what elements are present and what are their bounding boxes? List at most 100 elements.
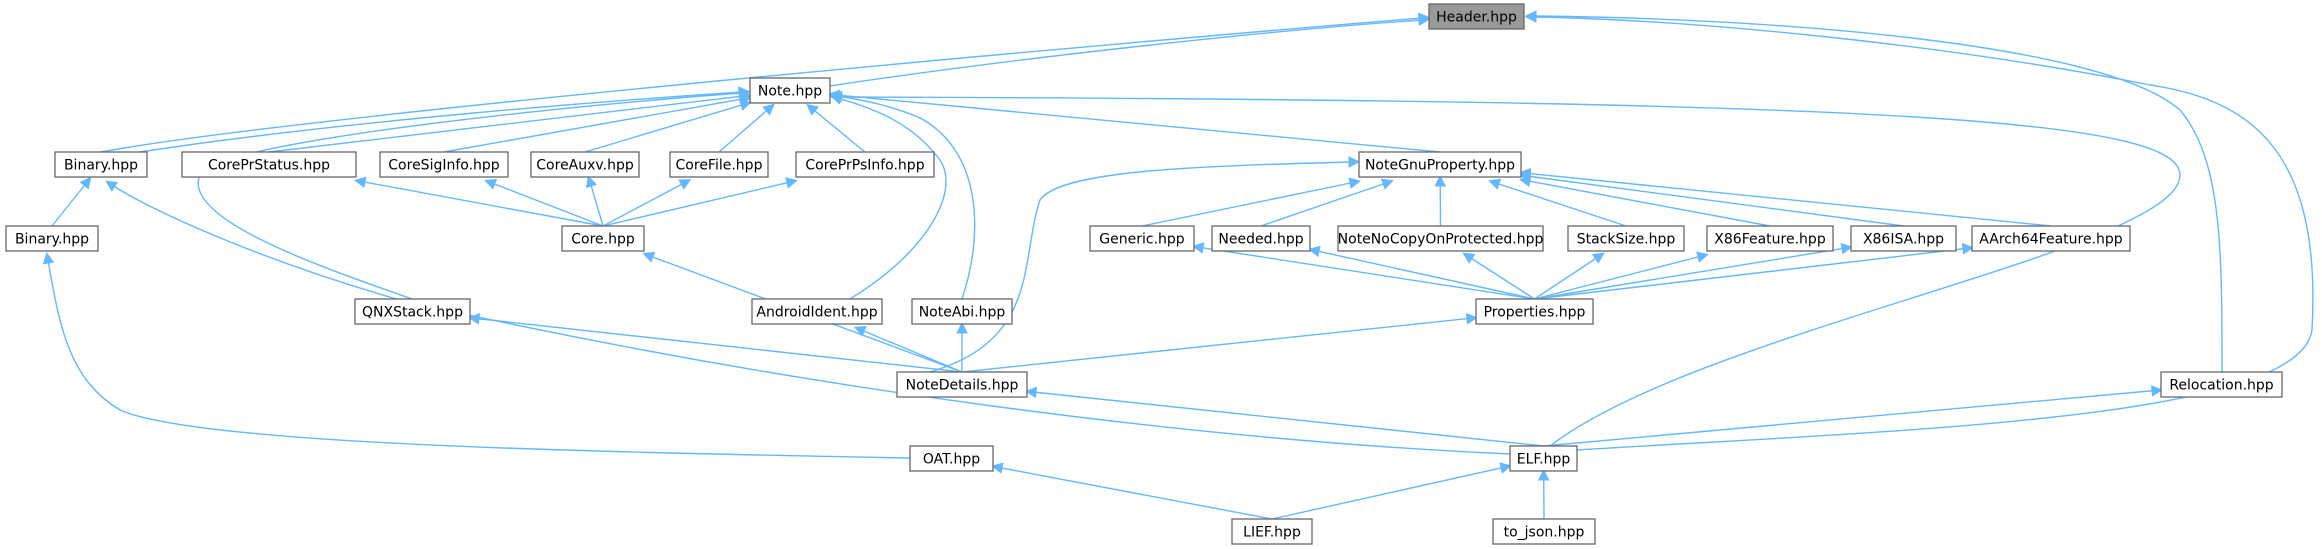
node-core[interactable]: Core.hpp [561,225,645,252]
node-x86isa[interactable]: X86ISA.hpp [1850,225,1957,252]
node-x86feature[interactable]: X86Feature.hpp [1706,225,1834,252]
node-needed[interactable]: Needed.hpp [1211,225,1311,252]
edge-elf-to-note [829,91,2181,447]
edge-notedetails-to-androidident [853,325,963,373]
edge-arrowhead [2151,385,2164,397]
node-tojson[interactable]: to_json.hpp [1492,518,1596,545]
edge-elf-to-relocation [1543,385,2164,447]
edge-line [1495,182,1627,227]
edge-line [602,181,791,227]
node-box [751,298,883,325]
edge-properties-to-needed [1308,245,1535,300]
edge-arrowhead [585,175,598,189]
node-properties[interactable]: Properties.hpp [1475,298,1594,325]
edge-arrowhead [1961,243,1975,255]
edge-line [1032,391,1544,447]
edge-needed-to-notegnuproperty [1260,178,1394,227]
edge-line [361,180,604,227]
node-coreauxv[interactable]: CoreAuxv.hpp [530,151,640,178]
node-label: X86ISA.hpp [1863,232,1944,248]
node-lief[interactable]: LIEF.hpp [1231,518,1313,545]
node-coresiginfo[interactable]: CoreSigInfo.hpp [379,151,509,178]
edge-line [837,95,976,300]
node-label: QNXStack.hpp [362,305,463,321]
edge-line [100,17,1423,153]
edge-arrowhead [1024,386,1038,399]
node-label: X86Feature.hpp [1714,232,1826,248]
node-label: Relocation.hpp [2169,378,2273,394]
edge-notedetails-to-noteabi [956,321,968,372]
node-label: Needed.hpp [1218,232,1303,248]
edge-arrowhead [1462,252,1476,264]
edge-x86isa-to-notegnuproperty [1518,170,1904,227]
node-coreprstatus[interactable]: CorePrStatus.hpp [181,151,357,178]
edge-line [1526,175,1904,227]
node-generic[interactable]: Generic.hpp [1089,225,1195,252]
node-elf[interactable]: ELF.hpp [1509,445,1578,472]
edge-arrowhead [678,179,692,190]
edge-line [475,317,963,373]
node-label: AndroidIdent.hpp [756,305,877,321]
edge-arrowhead [1434,174,1447,187]
node-box [5,225,99,252]
edge-properties-to-x86feature [1534,251,1709,300]
node-notedetails[interactable]: NoteDetails.hpp [896,371,1028,398]
node-binary2[interactable]: Binary.hpp [5,225,99,252]
node-label: NoteNoCopyOnProtected.hpp [1338,232,1544,248]
edge-arrowhead [738,87,751,100]
node-noteabi[interactable]: NoteAbi.hpp [911,298,1013,325]
edge-line [1534,256,1599,300]
edge-arrowhead [762,103,775,116]
edge-properties-to-notenocopy [1462,252,1535,300]
node-box [54,151,148,178]
edge-x86feature-to-notegnuproperty [1519,175,1771,227]
edge-line [998,466,1273,520]
edge-properties-to-stacksize [1534,252,1605,300]
node-note[interactable]: Note.hpp [749,77,831,104]
edge-core-to-coreprstatus [353,176,604,227]
node-label: CoreFile.hpp [676,158,763,174]
edge-arrowhead [1840,242,1854,255]
node-binary1[interactable]: Binary.hpp [54,151,148,178]
node-label: Binary.hpp [64,158,138,174]
edge-arrowhead [642,251,656,263]
node-label: LIEF.hpp [1243,525,1301,541]
node-relocation[interactable]: Relocation.hpp [2160,371,2283,398]
edge-qnxstack-to-note [197,87,751,300]
edge-arrowhead [1488,178,1502,190]
edge-binary1-to-header [100,12,1431,153]
node-stacksize[interactable]: StackSize.hpp [1567,225,1685,252]
node-notegnuproperty[interactable]: NoteGnuProperty.hpp [1358,151,1522,178]
node-corefile[interactable]: CoreFile.hpp [669,151,769,178]
node-aarch64feature[interactable]: AArch64Feature.hpp [1971,225,2131,252]
node-notenocopy[interactable]: NoteNoCopyOnProtected.hpp [1337,225,1544,252]
edge-core-to-coresiginfo [484,178,604,227]
edge-line [1532,15,2223,373]
node-box [896,371,1028,398]
node-coreprpsinfo[interactable]: CorePrPsInfo.hpp [795,151,935,178]
edge-arrowhead [738,99,752,111]
node-box [1089,225,1195,252]
node-qnxstack[interactable]: QNXStack.hpp [354,298,471,325]
node-label: CorePrStatus.hpp [208,158,330,174]
edge-arrowhead [806,103,820,116]
edge-relocation-to-header [1524,10,2223,373]
edge-arrowhead [853,325,867,337]
node-label: Properties.hpp [1484,305,1586,321]
node-label: to_json.hpp [1504,525,1585,541]
edge-line [1271,466,1505,520]
edge-line [1532,16,2314,451]
node-androidident[interactable]: AndroidIdent.hpp [751,298,883,325]
edge-arrowhead [829,91,842,103]
edges-layer [42,10,2314,520]
edge-line [47,259,911,459]
edge-notedetails-to-properties [961,312,1479,373]
edge-arrowhead [1465,312,1479,325]
edge-line [111,184,1511,455]
node-oat[interactable]: OAT.hpp [909,445,994,472]
edge-core-to-coreprpsinfo [602,177,798,227]
node-box [181,151,357,178]
edge-elf-to-binary1 [105,180,1511,455]
node-label: NoteAbi.hpp [919,305,1006,321]
